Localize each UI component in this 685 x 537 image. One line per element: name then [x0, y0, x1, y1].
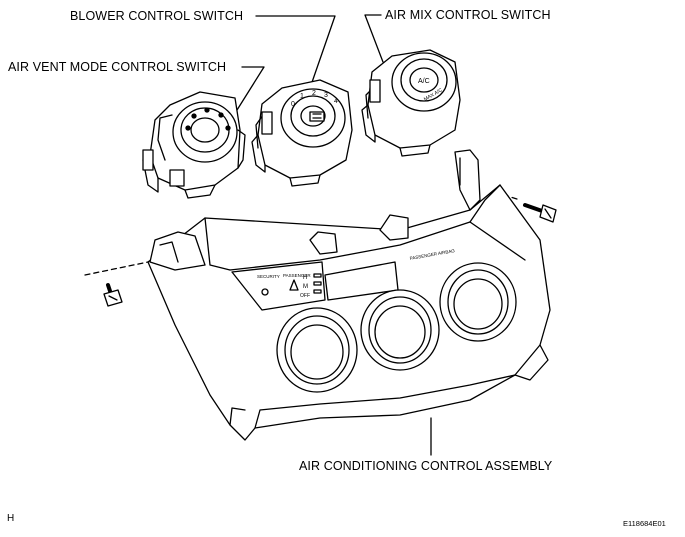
knob-opening-middle	[360, 289, 440, 371]
blower-mark-3: 3	[324, 92, 328, 99]
control-assembly-drawing: SECURITY PASSENGER H M OFF PASSENGER AIR…	[147, 149, 551, 441]
passenger-label: PASSENGER	[283, 273, 311, 278]
knob-opening-right	[439, 262, 517, 342]
air-vent-mode-switch-drawing	[142, 91, 246, 199]
air-mix-switch-drawing: A/C MAX A/C	[361, 49, 461, 157]
indicator-h-label: H	[303, 275, 307, 281]
blower-mark-0: 0	[291, 101, 295, 108]
air-vent-leader	[231, 66, 265, 119]
blower-control-switch-label: BLOWER CONTROL SWITCH	[70, 9, 244, 23]
blower-mark-1: 1	[300, 93, 304, 100]
security-indicator	[261, 288, 269, 296]
blower-leader	[255, 15, 336, 89]
blower-switch-drawing: 0 1 2 3 4	[251, 79, 353, 187]
corner-letter: H	[7, 513, 15, 524]
air-mix-leader	[364, 14, 384, 63]
air-vent-mode-control-switch-label: AIR VENT MODE CONTROL SWITCH	[8, 60, 227, 74]
indicator-m-label: M	[303, 284, 308, 290]
air-conditioning-control-assembly-label: AIR CONDITIONING CONTROL ASSEMBLY	[299, 459, 553, 473]
air-mix-control-switch-label: AIR MIX CONTROL SWITCH	[385, 8, 551, 22]
knob-opening-left	[276, 307, 358, 393]
screw-left	[84, 261, 149, 307]
ac-label: A/C	[418, 78, 430, 85]
figure-code: E118684E01	[623, 519, 666, 528]
screw-right	[494, 191, 557, 223]
indicator-off-label: OFF	[300, 293, 310, 299]
blower-mark-4: 4	[334, 98, 338, 105]
leader-lines	[231, 14, 432, 456]
security-label: SECURITY	[257, 274, 280, 279]
blower-mark-2: 2	[312, 90, 316, 97]
